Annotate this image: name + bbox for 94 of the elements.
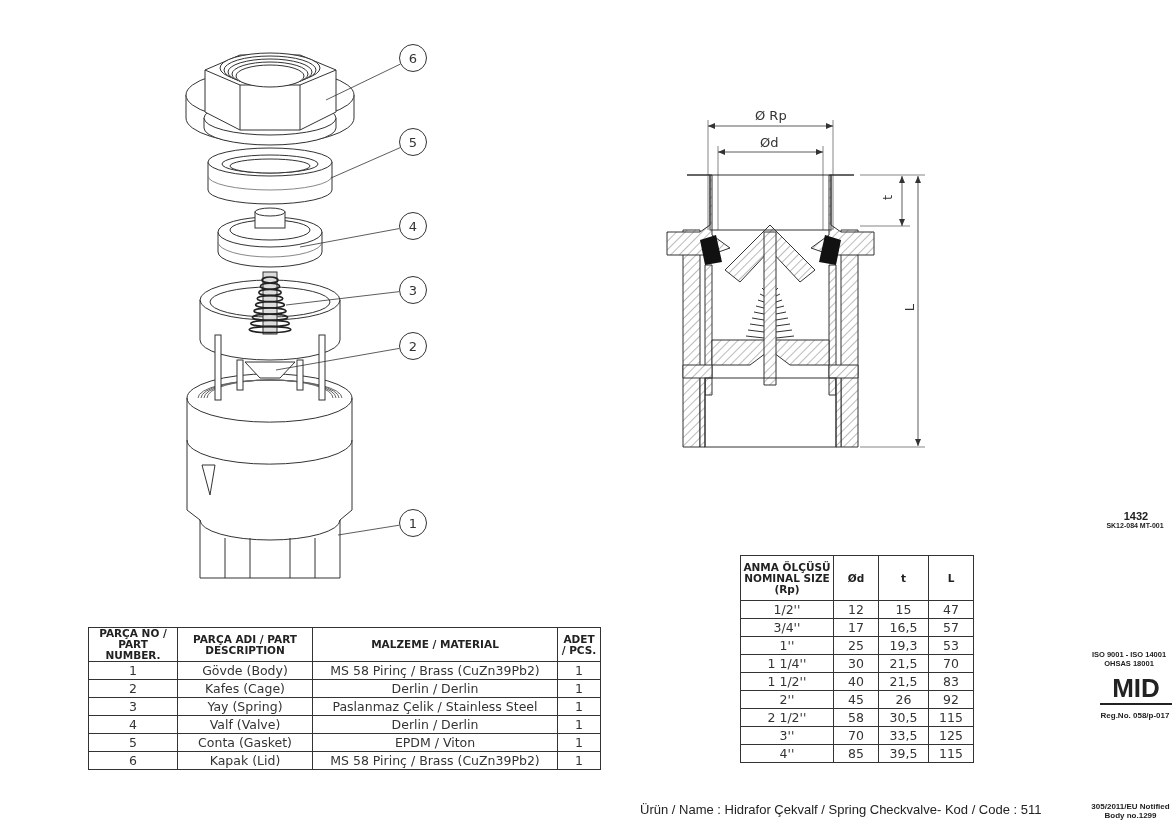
column-header: Ød	[833, 555, 879, 601]
table-cell: 115	[928, 708, 974, 727]
dimension-label: Ø Rp	[755, 108, 787, 123]
column-header: ADET / PCS.	[557, 627, 601, 662]
dimension-label: L	[902, 303, 918, 312]
dimension-label: t	[880, 194, 896, 201]
table-cell: 2''	[740, 690, 834, 709]
certificate-number: Reg.No. 058/p-017	[1099, 711, 1171, 720]
table-cell: Gövde (Body)	[177, 661, 313, 680]
table-cell: 3	[88, 697, 178, 716]
table-cell: 26	[878, 690, 929, 709]
leader-line	[337, 524, 400, 536]
table-cell: 57	[928, 618, 974, 637]
table-cell: 92	[928, 690, 974, 709]
valve-drawing	[217, 207, 323, 268]
body-drawing	[186, 373, 353, 579]
table-cell: 39,5	[878, 744, 929, 763]
table-cell: 15	[878, 600, 929, 619]
table-cell: 1''	[740, 636, 834, 655]
table-cell: 58	[833, 708, 879, 727]
dimension-label: Ød	[760, 135, 779, 150]
table-cell: 25	[833, 636, 879, 655]
table-cell: Kapak (Lid)	[177, 751, 313, 770]
table-cell: 21,5	[878, 654, 929, 673]
table-cell: Conta (Gasket)	[177, 733, 313, 752]
table-cell: 2 1/2''	[740, 708, 834, 727]
table-cell: 3''	[740, 726, 834, 745]
callout-number: 1	[399, 509, 427, 537]
column-header: MALZEME / MATERIAL	[312, 627, 558, 662]
table-cell: 16,5	[878, 618, 929, 637]
certificate-note: 305/2011/EU Notified Body no.1299	[1090, 802, 1171, 820]
table-cell: 53	[928, 636, 974, 655]
column-header: ANMA ÖLÇÜSÜ NOMINAL SIZE (Rp)	[740, 555, 834, 601]
table-cell: 17	[833, 618, 879, 637]
column-header: L	[928, 555, 974, 601]
table-cell: 1	[557, 751, 601, 770]
table-cell: 40	[833, 672, 879, 691]
table-cell: 1	[557, 697, 601, 716]
table-cell: 2	[88, 679, 178, 698]
table-cell: 1 1/2''	[740, 672, 834, 691]
leader-line	[330, 147, 401, 179]
table-cell: Paslanmaz Çelik / Stainless Steel	[312, 697, 558, 716]
table-cell: Derlin / Derlin	[312, 715, 558, 734]
column-header: PARÇA NO / PART NUMBER.	[88, 627, 178, 662]
table-cell: 85	[833, 744, 879, 763]
table-cell: Yay (Spring)	[177, 697, 313, 716]
table-cell: Kafes (Cage)	[177, 679, 313, 698]
table-cell: 3/4''	[740, 618, 834, 637]
lid-drawing	[185, 52, 355, 146]
table-cell: 33,5	[878, 726, 929, 745]
table-cell: 1 1/4''	[740, 654, 834, 673]
gasket-drawing	[207, 147, 333, 205]
certification-mark: MID	[1100, 673, 1172, 705]
table-cell: Valf (Valve)	[177, 715, 313, 734]
table-cell: 70	[928, 654, 974, 673]
table-cell: 30	[833, 654, 879, 673]
table-cell: 30,5	[878, 708, 929, 727]
callout-number: 3	[399, 276, 427, 304]
table-cell: 4''	[740, 744, 834, 763]
table-cell: 83	[928, 672, 974, 691]
leader-line	[285, 291, 400, 306]
table-cell: 1	[88, 661, 178, 680]
callout-number: 5	[399, 128, 427, 156]
table-cell: 1	[557, 661, 601, 680]
table-cell: 5	[88, 733, 178, 752]
certificate-number: 1432	[1122, 510, 1150, 522]
table-cell: 1/2''	[740, 600, 834, 619]
table-cell: 1	[557, 733, 601, 752]
table-cell: 21,5	[878, 672, 929, 691]
table-cell: 70	[833, 726, 879, 745]
table-cell: 125	[928, 726, 974, 745]
column-header: t	[878, 555, 929, 601]
table-cell: 4	[88, 715, 178, 734]
table-cell: 19,3	[878, 636, 929, 655]
callout-number: 4	[399, 212, 427, 240]
table-cell: EPDM / Viton	[312, 733, 558, 752]
table-cell: 1	[557, 679, 601, 698]
callout-number: 2	[399, 332, 427, 360]
callout-number: 6	[399, 44, 427, 72]
table-cell: 12	[833, 600, 879, 619]
table-cell: 6	[88, 751, 178, 770]
table-cell: 115	[928, 744, 974, 763]
table-cell: 45	[833, 690, 879, 709]
table-cell: 47	[928, 600, 974, 619]
table-cell: Derlin / Derlin	[312, 679, 558, 698]
product-caption: Ürün / Name : Hidrafor Çekvalf / Spring Checkvalve- Kod / Code : 511	[640, 802, 1042, 817]
table-cell: MS 58 Pirinç / Brass (CuZn39Pb2)	[312, 751, 558, 770]
column-header: PARÇA ADI / PART DESCRIPTION	[177, 627, 313, 662]
spring-drawing	[248, 271, 292, 335]
leader-line	[275, 348, 400, 371]
cage-drawing	[199, 279, 341, 401]
leader-line	[299, 228, 400, 248]
table-cell: 1	[557, 715, 601, 734]
table-cell: MS 58 Pirinç / Brass (CuZn39Pb2)	[312, 661, 558, 680]
